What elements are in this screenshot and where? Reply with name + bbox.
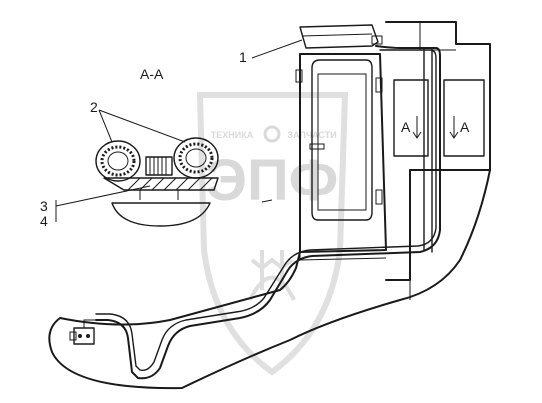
hydraulic-line-inner: [95, 49, 437, 372]
roof-fitting: [371, 35, 383, 45]
callout-4: 4: [40, 213, 48, 229]
base-strip: [103, 177, 219, 191]
clamp-block: [145, 156, 173, 176]
watermark-word-left: ТЕХНИКА: [211, 130, 254, 140]
bracket-disc: [111, 202, 211, 227]
callout-2: 2: [90, 99, 98, 115]
section-title: A-A: [140, 66, 164, 82]
leader-2: [98, 109, 186, 143]
view-arrow-left: [412, 116, 422, 139]
watermark-shield: [196, 92, 349, 376]
hull: [48, 169, 491, 390]
bolt-posts: [139, 190, 179, 200]
watermark-wheat-icon: [248, 250, 296, 301]
hose-clip: [261, 199, 273, 203]
view-window-right: [443, 79, 485, 157]
machine-view: 1 A A: [48, 21, 491, 390]
hose-ring-left: [95, 140, 141, 182]
callout-3: 3: [40, 198, 48, 214]
section-view: A-A 2: [40, 66, 219, 229]
tower-body: [385, 21, 491, 281]
hydraulic-line-outer: [95, 45, 441, 380]
cab-frame: [299, 53, 387, 253]
watermark: ЭПФ ТЕХНИКА ЗАПЧАСТИ: [196, 92, 349, 376]
cab-door: [311, 59, 373, 221]
watermark-gear-icon: [263, 125, 281, 143]
leader-1: [251, 39, 303, 59]
roof-unit: [299, 24, 379, 49]
view-label-right: A: [460, 119, 470, 135]
view-label-left: A: [401, 119, 411, 135]
tower-top-post: [419, 22, 456, 51]
callout-1: 1: [239, 49, 247, 65]
watermark-brand: ЭПФ: [206, 148, 338, 213]
view-arrow-right: [449, 116, 459, 139]
leader-3-4: [55, 185, 151, 207]
pump-unit: [69, 319, 96, 345]
view-window-left: [393, 79, 429, 157]
hose-ring-right: [173, 137, 219, 179]
